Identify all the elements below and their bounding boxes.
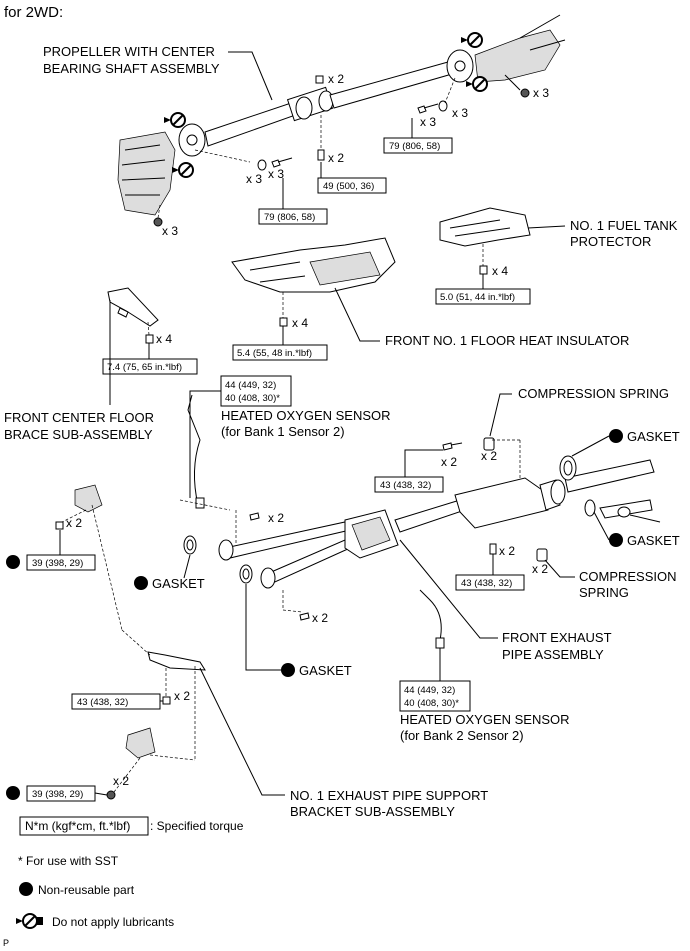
qty-label: x 2 [174,689,190,703]
gaskets [183,455,596,584]
torque-o2-bank1-line1: 44 (449, 32) [225,380,276,391]
torque-fuel-tank: 5.0 (51, 44 in.*lbf) [440,292,515,303]
compression-spring-top-label: COMPRESSION SPRING [518,386,669,401]
no-lube-icons [164,32,488,178]
legend-nonreusable: Non-reusable part [38,883,135,897]
torque-insulator: 5.4 (55, 48 in.*lbf) [237,348,312,359]
fuel-tank-label-line2: PROTECTOR [570,234,651,249]
qty-label: x 2 [66,516,82,530]
heat-insulator: x 4 5.4 (55, 48 in.*lbf) FRONT NO. 1 FLO… [231,237,629,361]
floor-brace: x 4 7.4 (75, 65 in.*lbf) FRONT CENTER FL… [4,287,198,442]
qty-label: x 2 [441,455,457,469]
legend-torque-text: : Specified torque [150,819,244,833]
qty-label: x 2 [328,151,344,165]
gasket-top-right-label: GASKET [627,429,680,444]
o2-bank1-label-line2: (for Bank 1 Sensor 2) [221,424,345,439]
qty-label: x 3 [452,106,468,120]
no-lube-icon [16,913,43,929]
nonreusable-icon [19,882,33,896]
fuel-tank-label-line1: NO. 1 FUEL TANK [570,218,678,233]
torque-flange-top: 43 (438, 32) [380,480,431,491]
qty-label: x 2 [532,562,548,576]
qty-label: x 3 [246,172,262,186]
legend-torque-box: N*m (kgf*cm, ft.*lbf) [25,819,130,833]
floor-brace-label-line1: FRONT CENTER FLOOR [4,410,154,425]
qty-label: x 2 [499,544,515,558]
torque-bracket-left: 39 (398, 29) [32,558,83,569]
propeller-label-line2: BEARING SHAFT ASSEMBLY [43,61,220,76]
qty-label: x 2 [268,511,284,525]
torque-support-bolt: 43 (438, 32) [77,697,128,708]
qty-label: x 2 [113,774,129,788]
footer-code: P [3,938,9,948]
torque-o2-bank2-line1: 44 (449, 32) [404,685,455,696]
qty-label: x 3 [162,224,178,238]
torque-prop-rear: 79 (806, 58) [389,141,440,152]
nonreusable-icon [609,429,623,443]
legend-no-lube: Do not apply lubricants [52,915,174,929]
qty-label: x 4 [492,264,508,278]
compression-spring-bottom-label-line1: COMPRESSION [579,569,677,584]
torque-o2-bank1-line2: 40 (408, 30)* [225,393,280,404]
front-exhaust-pipe [218,459,661,589]
torque-flange-bottom: 43 (438, 32) [461,578,512,589]
o2-bank1-label-line1: HEATED OXYGEN SENSOR [221,408,391,423]
propeller-shaft [117,14,566,216]
exhaust-fasteners: x 2 x 2 x 2 x 2 x 2 x 2 x 2 x 2 x 2 [55,437,548,800]
support-bracket-label-line2: BRACKET SUB-ASSEMBLY [290,804,455,819]
torque-prop-center: 49 (500, 36) [323,181,374,192]
nonreusable-icon [281,663,295,677]
qty-label: x 3 [268,167,284,181]
propeller-label-line1: PROPELLER WITH CENTER [43,44,215,59]
compression-spring-bottom-label-line2: SPRING [579,585,629,600]
floor-brace-label-line2: BRACE SUB-ASSEMBLY [4,427,153,442]
torque-brace: 7.4 (75, 65 in.*lbf) [107,362,182,373]
gasket-right-label: GASKET [627,533,680,548]
legend-sst-note: * For use with SST [18,854,119,868]
nonreusable-icon [134,576,148,590]
legend: N*m (kgf*cm, ft.*lbf) : Specified torque… [16,816,244,929]
torque-o2-bank2-line2: 40 (408, 30)* [404,698,459,709]
header-text: for 2WD: [4,4,63,21]
front-exhaust-label-line1: FRONT EXHAUST [502,630,612,645]
qty-label: x 2 [481,449,497,463]
nonreusable-icon [6,555,20,569]
qty-label: x 4 [156,332,172,346]
propeller-callouts: PROPELLER WITH CENTER BEARING SHAFT ASSE… [43,44,453,225]
qty-label: x 4 [292,316,308,330]
qty-label: x 2 [312,611,328,625]
qty-label: x 3 [533,86,549,100]
qty-label: x 2 [328,72,344,86]
front-exhaust-label-line2: PIPE ASSEMBLY [502,647,604,662]
propeller-fasteners: x 2 x 3 x 3 x 3 x 2 x 3 x 3 x 3 [153,72,549,238]
torque-bracket-bottom: 39 (398, 29) [32,789,83,800]
heat-insulator-label: FRONT NO. 1 FLOOR HEAT INSULATOR [385,333,629,348]
exhaust-callouts: 44 (449, 32) 40 (408, 30)* HEATED OXYGEN… [6,375,680,819]
gasket-mid-label: GASKET [299,663,352,678]
support-brackets [74,484,206,759]
o2-bank2-label-line2: (for Bank 2 Sensor 2) [400,728,524,743]
torque-prop-front: 79 (806, 58) [264,212,315,223]
qty-label: x 3 [420,115,436,129]
nonreusable-icon [609,533,623,547]
nonreusable-icon [6,786,20,800]
gasket-left-label: GASKET [152,576,205,591]
support-bracket-label-line1: NO. 1 EXHAUST PIPE SUPPORT [290,788,488,803]
fuel-tank-protector: x 4 5.0 (51, 44 in.*lbf) NO. 1 FUEL TANK… [435,207,678,305]
o2-bank2-label-line1: HEATED OXYGEN SENSOR [400,712,570,727]
oxygen-sensors [187,394,445,649]
